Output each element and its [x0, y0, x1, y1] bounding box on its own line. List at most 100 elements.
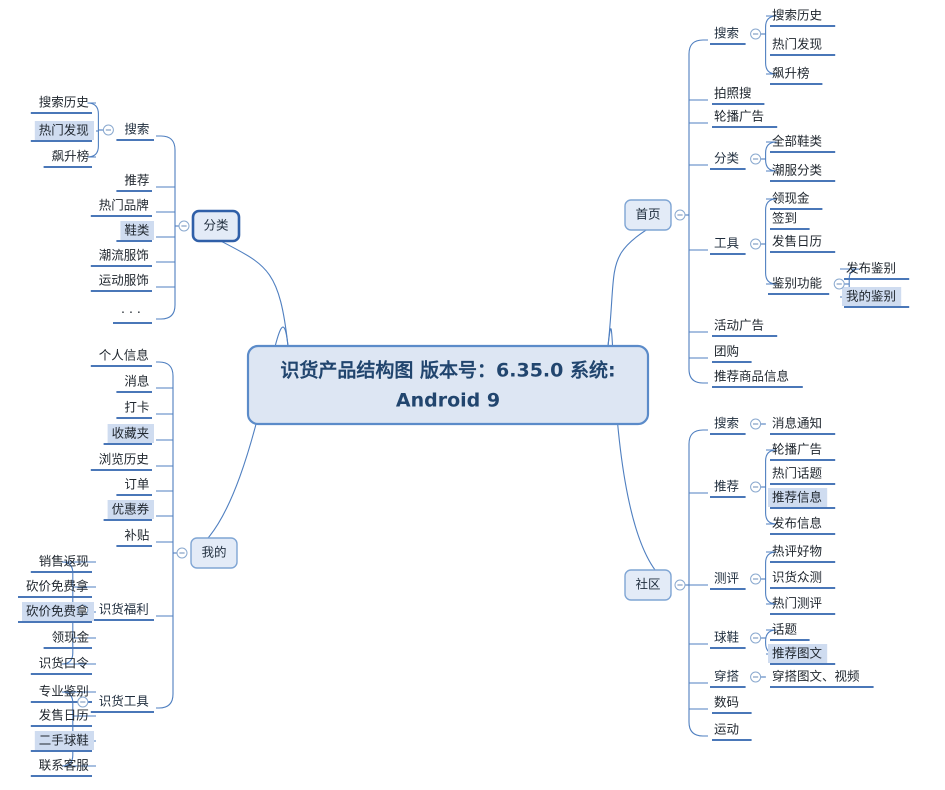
leaf-label[interactable]: 团购: [714, 344, 739, 359]
leaf-label[interactable]: 热门测评: [772, 596, 822, 611]
leaf-label[interactable]: 销售返现: [39, 554, 89, 569]
leaf-label[interactable]: 搜索历史: [39, 95, 90, 110]
subnode-label[interactable]: 测评: [714, 571, 739, 586]
leaf-label[interactable]: 穿搭图文、视频: [772, 669, 860, 684]
center-title-line1: 识货产品结构图 版本号：6.35.0 系统:: [280, 359, 615, 382]
leaf-label[interactable]: 订单: [124, 477, 149, 492]
leaf-label[interactable]: 打卡: [124, 400, 149, 415]
subnode-label[interactable]: 穿搭: [714, 669, 740, 684]
subbranch-link: [765, 592, 777, 605]
leaf-label[interactable]: 优惠券: [112, 502, 150, 517]
branch-child-link: [688, 368, 708, 384]
subbranch-link: [87, 102, 99, 115]
leaf-label[interactable]: 联系客服: [39, 758, 90, 773]
leaf-label[interactable]: 识货口令: [39, 656, 90, 671]
leaf-label[interactable]: 热门话题: [772, 466, 823, 481]
leaf-label[interactable]: 推荐商品信息: [714, 369, 789, 384]
subbranch-link: [765, 629, 777, 642]
leaf-label[interactable]: 签到: [772, 211, 797, 226]
leaf-label[interactable]: 推荐信息: [772, 490, 822, 505]
branch-child-link: [156, 135, 176, 151]
highlight-box: [768, 488, 828, 507]
leaf-label[interactable]: 热门品牌: [99, 198, 149, 213]
leaf-label[interactable]: 推荐图文: [772, 646, 823, 661]
leaf-label[interactable]: 识货众测: [772, 570, 822, 585]
leaf-label[interactable]: 发布信息: [772, 516, 822, 531]
leaf-label[interactable]: 领现金: [52, 630, 90, 645]
leaf-label[interactable]: 热门发现: [772, 37, 822, 52]
branch-child-link: [156, 361, 174, 377]
leaf-label[interactable]: 运动: [714, 722, 739, 737]
leaf-label[interactable]: 我的鉴别: [846, 289, 896, 304]
leaf-label[interactable]: 浏览历史: [99, 452, 150, 467]
leaf-label[interactable]: 热评好物: [772, 544, 822, 559]
leaf-label[interactable]: 消息通知: [772, 416, 822, 431]
subnode-label[interactable]: 推荐: [714, 479, 739, 494]
leaf-label[interactable]: · · ·: [121, 305, 141, 320]
subnode-label[interactable]: 工具: [714, 236, 740, 251]
leaf-label[interactable]: 轮播广告: [772, 442, 822, 457]
node-layer[interactable]: 识货产品结构图 版本号：6.35.0 系统:Android 9首页搜索搜索历史热…: [26, 8, 896, 773]
highlight-box: [120, 221, 154, 240]
center-branch-link: [192, 225, 289, 347]
branch-child-link: [688, 429, 708, 445]
leaf-label[interactable]: 消息: [124, 374, 149, 389]
subnode-label[interactable]: 鉴别功能: [772, 276, 823, 291]
leaf-label[interactable]: 专业鉴别: [39, 684, 89, 699]
leaf-label[interactable]: 话题: [772, 622, 798, 637]
leaf-label[interactable]: 砍价免费拿: [26, 604, 89, 619]
leaf-label[interactable]: 砍价免费拿: [26, 579, 89, 594]
leaf-label[interactable]: 推荐: [124, 173, 149, 188]
subbranch-link: [61, 561, 96, 574]
branch-node-shouye[interactable]: [624, 199, 672, 231]
subnode-label[interactable]: 搜索: [714, 416, 739, 431]
subbranch-link: [765, 15, 777, 28]
leaf-label[interactable]: 飙升榜: [52, 149, 90, 164]
leaf-label[interactable]: 二手球鞋: [39, 733, 90, 748]
leaf-label[interactable]: 发售日历: [39, 708, 89, 723]
subnode-label[interactable]: 分类: [714, 151, 740, 166]
highlight-box: [22, 602, 94, 621]
highlight-layer: [22, 121, 902, 750]
leaf-label[interactable]: 热门发现: [39, 123, 89, 138]
leaf-label[interactable]: 飙升榜: [772, 66, 810, 81]
subnode-label[interactable]: 搜索: [124, 122, 149, 137]
leaf-label[interactable]: 轮播广告: [714, 109, 764, 124]
subnode-label[interactable]: 识货福利: [99, 602, 149, 617]
leaf-label[interactable]: 搜索历史: [772, 8, 823, 23]
deep-link: [840, 268, 860, 280]
subbranch-link: [765, 198, 777, 211]
leaf-label[interactable]: 全部鞋类: [772, 134, 823, 149]
leaf-label[interactable]: 发售日历: [772, 234, 822, 249]
leaf-label[interactable]: 收藏夹: [112, 426, 150, 441]
leaf-label[interactable]: 鞋类: [124, 223, 150, 238]
center-node[interactable]: [246, 344, 650, 426]
subbranch-link: [61, 691, 96, 704]
leaf-label[interactable]: 数码: [714, 695, 739, 710]
subbranch-link: [61, 652, 96, 665]
branch-node-fenlei[interactable]: [191, 209, 241, 243]
leaf-label[interactable]: 潮流服饰: [99, 248, 149, 263]
leaf-label[interactable]: 领现金: [772, 191, 810, 206]
leaf-label[interactable]: 潮服分类: [772, 163, 823, 178]
leaf-label[interactable]: 发布鉴别: [846, 261, 896, 276]
highlight-box: [842, 287, 902, 306]
branch-node-wode[interactable]: [190, 537, 238, 569]
subnode-label[interactable]: 识货工具: [99, 694, 150, 709]
subbranch-link: [765, 272, 777, 285]
branch-label-shouye: 首页: [635, 207, 660, 222]
leaf-label[interactable]: 补贴: [124, 528, 149, 543]
leaf-label[interactable]: 运动服饰: [99, 273, 149, 288]
subbranch-link: [765, 512, 777, 525]
branch-node-shequ[interactable]: [624, 569, 672, 601]
subbranch-link: [765, 159, 777, 172]
subnode-label[interactable]: 球鞋: [714, 630, 740, 645]
branch-child-link: [156, 304, 176, 320]
leaf-label[interactable]: 活动广告: [714, 318, 764, 333]
highlight-box: [768, 644, 828, 663]
leaf-label[interactable]: 拍照搜: [714, 86, 752, 101]
leaf-label[interactable]: 个人信息: [99, 348, 149, 363]
subbranch-link: [87, 145, 99, 158]
subnode-label[interactable]: 搜索: [714, 26, 739, 41]
